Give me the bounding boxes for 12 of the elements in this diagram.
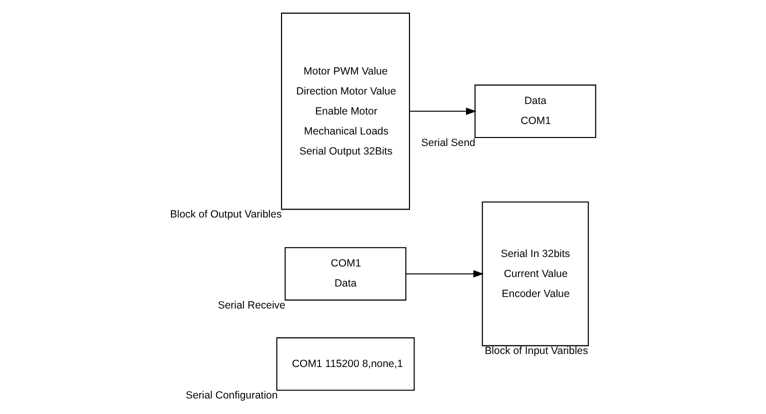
node-box: Motor PWM Value Direction Motor Value Enable Motor Mechanical Loads Serial Output 32Bits	[281, 12, 410, 210]
node-box: Serial In 32bits Current Value Encoder Value	[482, 200, 589, 346]
node-label: Serial Send	[421, 137, 476, 148]
node-label: Serial Configuration	[186, 390, 278, 402]
node-label: Serial Receive	[218, 300, 286, 311]
node-label: Block of Input Varibles	[484, 346, 588, 357]
node-box: COM1 Data	[284, 246, 406, 300]
node-box: Data COM1	[474, 84, 596, 138]
node-label: Block of Output Varibles	[170, 209, 282, 220]
arrow	[406, 270, 484, 278]
node-box: COM1 115200 8,none,1	[276, 336, 415, 390]
arrow	[410, 107, 476, 114]
